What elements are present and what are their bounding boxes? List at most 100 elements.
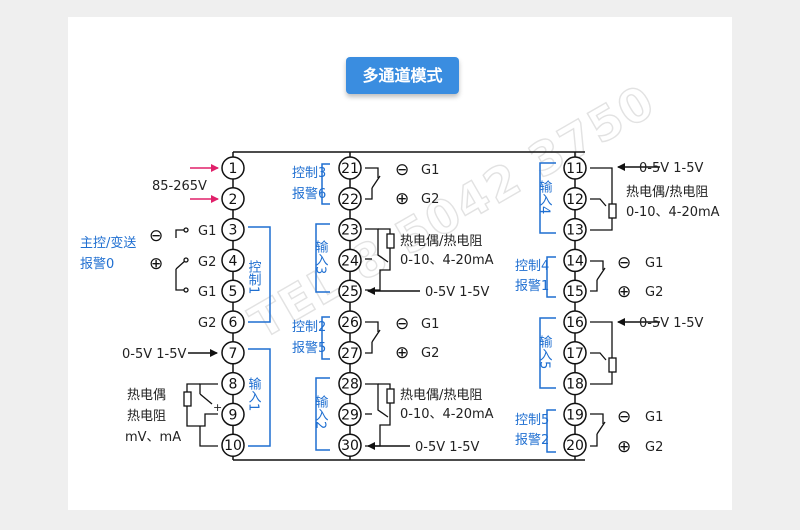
terminal-label-12: 12 bbox=[566, 192, 584, 208]
terminal-label-21: 21 bbox=[341, 161, 359, 177]
ctrl2-label: 控制2 bbox=[292, 320, 326, 335]
terminal-3 bbox=[221, 217, 245, 242]
terminal-22 bbox=[338, 187, 362, 211]
ctrl4-g1: G1 bbox=[645, 256, 663, 271]
input1-bracket: 输入1 bbox=[246, 376, 262, 411]
terminal-25 bbox=[338, 279, 362, 303]
g1-label-3: G1 bbox=[198, 224, 216, 239]
terminal-label-5: 5 bbox=[229, 284, 238, 300]
terminal-label-19: 19 bbox=[566, 407, 584, 423]
terminal-11 bbox=[563, 156, 587, 180]
terminal-label-2: 2 bbox=[229, 192, 238, 208]
terminal-label-16: 16 bbox=[566, 315, 584, 331]
ctrl3-g1: G1 bbox=[421, 163, 439, 178]
terminal-label-1: 1 bbox=[229, 161, 238, 177]
terminal-15 bbox=[563, 279, 587, 303]
terminal-label-4: 4 bbox=[229, 253, 238, 269]
mode-title-button: 多通道模式 bbox=[346, 57, 459, 94]
input5-bracket: 输入5 bbox=[537, 334, 553, 369]
terminal-17 bbox=[563, 341, 587, 365]
alarm0-label: 报警0 bbox=[80, 256, 114, 272]
ctrl4-label: 控制4 bbox=[515, 259, 549, 274]
ctrl5-minus: ⊖ bbox=[617, 407, 631, 427]
input2-bracket: 输入2 bbox=[313, 394, 329, 429]
ctrl5-g1: G1 bbox=[645, 410, 663, 425]
power-label: 85-265V bbox=[152, 179, 207, 194]
terminal-20 bbox=[563, 433, 587, 457]
ctrl4-plus: ⊕ bbox=[617, 282, 631, 302]
terminal-8 bbox=[221, 371, 245, 396]
ctrl4-g2: G2 bbox=[645, 285, 663, 300]
ctrl2-plus: ⊕ bbox=[395, 343, 409, 363]
terminal-label-7: 7 bbox=[229, 346, 238, 362]
terminal-12 bbox=[563, 187, 587, 211]
terminal-group: 1234567891021222324252627282930111213141… bbox=[221, 156, 587, 457]
sensor-tc: 热电偶 bbox=[127, 388, 166, 403]
input4-bracket: 输入4 bbox=[537, 179, 553, 214]
input3-sensor: 热电偶/热电阻 bbox=[400, 234, 482, 249]
terminal-label-22: 22 bbox=[341, 192, 359, 208]
terminal-label-6: 6 bbox=[229, 315, 238, 331]
sensor-rtd: 热电阻 bbox=[127, 409, 166, 424]
ctrl4-minus: ⊖ bbox=[617, 253, 631, 273]
input3-voltage: 0-5V 1-5V bbox=[425, 285, 489, 300]
ctrl3-g2: G2 bbox=[421, 192, 439, 207]
terminal-label-18: 18 bbox=[566, 377, 584, 393]
alarm2-label: 报警2 bbox=[515, 432, 549, 448]
ctrl3-minus: ⊖ bbox=[395, 160, 409, 180]
input4-range: 0-10、4-20mA bbox=[626, 205, 720, 220]
terminal-29 bbox=[338, 402, 362, 427]
terminal-label-29: 29 bbox=[341, 407, 359, 423]
terminal-label-10: 10 bbox=[224, 438, 242, 454]
plus-mark: + bbox=[213, 401, 222, 414]
ctrl2-minus: ⊖ bbox=[395, 314, 409, 334]
terminal-label-17: 17 bbox=[566, 346, 584, 362]
minus-symbol: ⊖ bbox=[149, 226, 163, 246]
input4-sensor: 热电偶/热电阻 bbox=[626, 185, 708, 200]
terminal-label-24: 24 bbox=[341, 253, 359, 269]
control1-bracket: 控制1 bbox=[246, 260, 262, 294]
terminal-18 bbox=[563, 371, 587, 396]
ctrl3-label: 控制3 bbox=[292, 166, 326, 181]
terminal-label-20: 20 bbox=[566, 438, 584, 454]
terminal-27 bbox=[338, 341, 362, 365]
input1-voltage: 0-5V 1-5V bbox=[122, 347, 186, 362]
ctrl5-plus: ⊕ bbox=[617, 437, 631, 457]
terminal-4 bbox=[221, 248, 245, 273]
sensor-mv-ma: mV、mA bbox=[125, 430, 181, 445]
input3-range: 0-10、4-20mA bbox=[400, 253, 494, 268]
terminal-9 bbox=[221, 402, 245, 427]
left-column: 85-265V 主控/变送 报警0 ⊖ ⊕ G1 G2 G1 G2 控制1 0-… bbox=[80, 164, 271, 447]
terminal-label-28: 28 bbox=[341, 377, 359, 393]
terminal-26 bbox=[338, 310, 362, 334]
terminal-label-15: 15 bbox=[566, 284, 584, 300]
terminal-label-8: 8 bbox=[229, 377, 238, 393]
terminal-label-27: 27 bbox=[341, 346, 359, 362]
main-control-label: 主控/变送 bbox=[80, 235, 136, 251]
ctrl3-plus: ⊕ bbox=[395, 189, 409, 209]
ctrl5-g2: G2 bbox=[645, 440, 663, 455]
ctrl5-label: 控制5 bbox=[515, 413, 549, 428]
terminal-19 bbox=[563, 402, 587, 427]
g2-label-6: G2 bbox=[198, 316, 216, 331]
terminal-16 bbox=[563, 310, 587, 334]
terminal-30 bbox=[338, 433, 362, 457]
terminal-14 bbox=[563, 248, 587, 273]
diagram-panel bbox=[68, 17, 732, 510]
terminal-label-11: 11 bbox=[566, 161, 584, 177]
terminal-label-30: 30 bbox=[341, 438, 359, 454]
watermark: TEL 8 5042 3750 bbox=[241, 74, 665, 350]
terminal-label-25: 25 bbox=[341, 284, 359, 300]
terminal-label-3: 3 bbox=[229, 223, 238, 239]
terminal-21 bbox=[338, 156, 362, 180]
terminal-24 bbox=[338, 248, 362, 273]
alarm1-label: 报警1 bbox=[515, 278, 549, 294]
input5-voltage: 0-5V 1-5V bbox=[639, 316, 703, 331]
terminal-10 bbox=[221, 433, 245, 457]
alarm6-label: 报警6 bbox=[292, 186, 326, 202]
ctrl2-g2: G2 bbox=[421, 346, 439, 361]
input2-sensor: 热电偶/热电阻 bbox=[400, 388, 482, 403]
terminal-23 bbox=[338, 217, 362, 242]
alarm5-label: 报警5 bbox=[292, 340, 326, 356]
